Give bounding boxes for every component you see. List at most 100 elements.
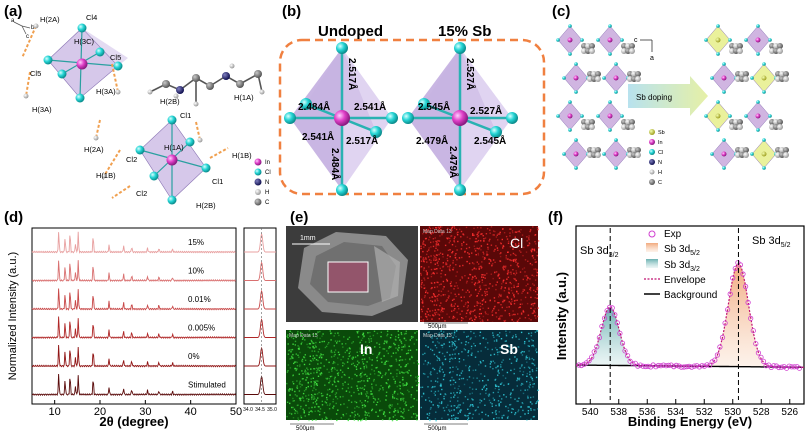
map-pixel	[412, 405, 414, 408]
exp-point	[591, 349, 597, 355]
map-pixel	[520, 352, 522, 354]
xrd-trace	[31, 373, 237, 397]
map-pixel	[448, 242, 450, 244]
exp-point	[599, 323, 605, 329]
map-pixel	[416, 389, 418, 392]
map-pixel	[476, 295, 478, 297]
map-pixel	[528, 242, 531, 245]
metal-atom	[613, 75, 619, 81]
map-pixel	[298, 373, 300, 375]
map-pixel	[526, 419, 528, 421]
map-pixel	[532, 383, 534, 385]
map-pixel	[304, 415, 306, 417]
exp-point	[609, 305, 615, 311]
map-pixel	[378, 352, 381, 354]
map-pixel	[312, 389, 314, 392]
map-pixel	[341, 376, 343, 378]
map-pixel	[414, 332, 416, 334]
map-pixel	[531, 312, 534, 315]
map-pixel	[495, 271, 498, 273]
map-pixel	[422, 320, 424, 322]
map-pixel	[509, 351, 511, 353]
map-pixel	[321, 418, 323, 420]
map-pixel	[450, 405, 453, 407]
map-pixel	[327, 389, 329, 391]
map-pixel	[499, 233, 501, 235]
map-pixel	[478, 281, 480, 283]
map-pixel	[469, 318, 471, 320]
map-pixel	[497, 334, 499, 336]
map-pixel	[479, 334, 481, 337]
map-pixel	[533, 310, 535, 313]
map-pixel	[502, 266, 504, 268]
map-pixel	[360, 380, 363, 382]
map-pixel	[461, 310, 463, 312]
map-pixel	[451, 310, 453, 312]
map-pixel	[337, 363, 339, 366]
map-pixel	[375, 404, 378, 406]
map-pixel	[323, 340, 325, 343]
map-pixel	[491, 285, 494, 287]
map-pixel	[337, 374, 339, 376]
map-pixel	[377, 398, 380, 400]
map-pixel	[358, 361, 360, 364]
map-pixel	[314, 393, 317, 396]
map-pixel	[437, 229, 440, 231]
metal-atom	[573, 75, 579, 81]
exp-point	[665, 362, 672, 368]
map-pixel	[504, 267, 507, 269]
map-pixel	[534, 234, 536, 236]
map-pixel	[461, 277, 464, 279]
map-pixel	[291, 389, 293, 391]
map-pixel	[458, 406, 460, 409]
map-pixel	[450, 235, 453, 237]
map-pixel	[470, 354, 473, 356]
map-pixel	[477, 302, 480, 304]
cl-atom	[756, 24, 760, 28]
map-pixel	[428, 331, 430, 333]
map-pixel	[354, 413, 356, 416]
map-pixel	[513, 302, 516, 305]
map-pixel	[460, 300, 463, 302]
map-pixel	[366, 378, 369, 380]
map-pixel	[460, 319, 463, 322]
map-pixel	[300, 397, 302, 400]
map-pixel	[336, 372, 339, 375]
map-pixel	[474, 275, 476, 277]
panel-a: (a) a b c	[4, 3, 271, 210]
map-pixel	[488, 395, 490, 397]
map-pixel	[513, 294, 515, 296]
map-pixel	[438, 333, 440, 336]
map-pixel	[493, 418, 495, 420]
map-pixel	[303, 363, 306, 366]
map-pixel	[453, 298, 455, 300]
map-pixel	[450, 235, 452, 237]
map-pixel	[458, 361, 461, 363]
map-pixel	[429, 314, 431, 317]
map-pixel	[484, 301, 487, 303]
map-pixel	[388, 386, 390, 388]
exp-point	[668, 362, 674, 368]
map-pixel	[456, 407, 458, 409]
map-pixel	[358, 393, 360, 395]
cl-atom	[608, 52, 612, 56]
map-pixel	[358, 406, 360, 409]
map-pixel	[412, 336, 414, 338]
map-pixel	[491, 412, 494, 414]
map-pixel	[287, 370, 289, 372]
exp-point	[701, 363, 708, 369]
map-pixel	[461, 289, 464, 291]
map-pixel	[420, 245, 422, 247]
map-pixel	[441, 368, 443, 371]
map-pixel	[301, 370, 303, 372]
map-pixel	[477, 254, 480, 256]
cl-atom	[620, 114, 624, 118]
cl-atom	[568, 52, 572, 56]
map-pixel	[390, 365, 392, 368]
map-pixel	[472, 399, 474, 401]
map-pixel	[333, 405, 335, 407]
map-pixel	[365, 395, 368, 397]
map-pixel	[334, 353, 336, 356]
map-pixel	[299, 365, 301, 368]
map-pixel	[330, 339, 332, 341]
